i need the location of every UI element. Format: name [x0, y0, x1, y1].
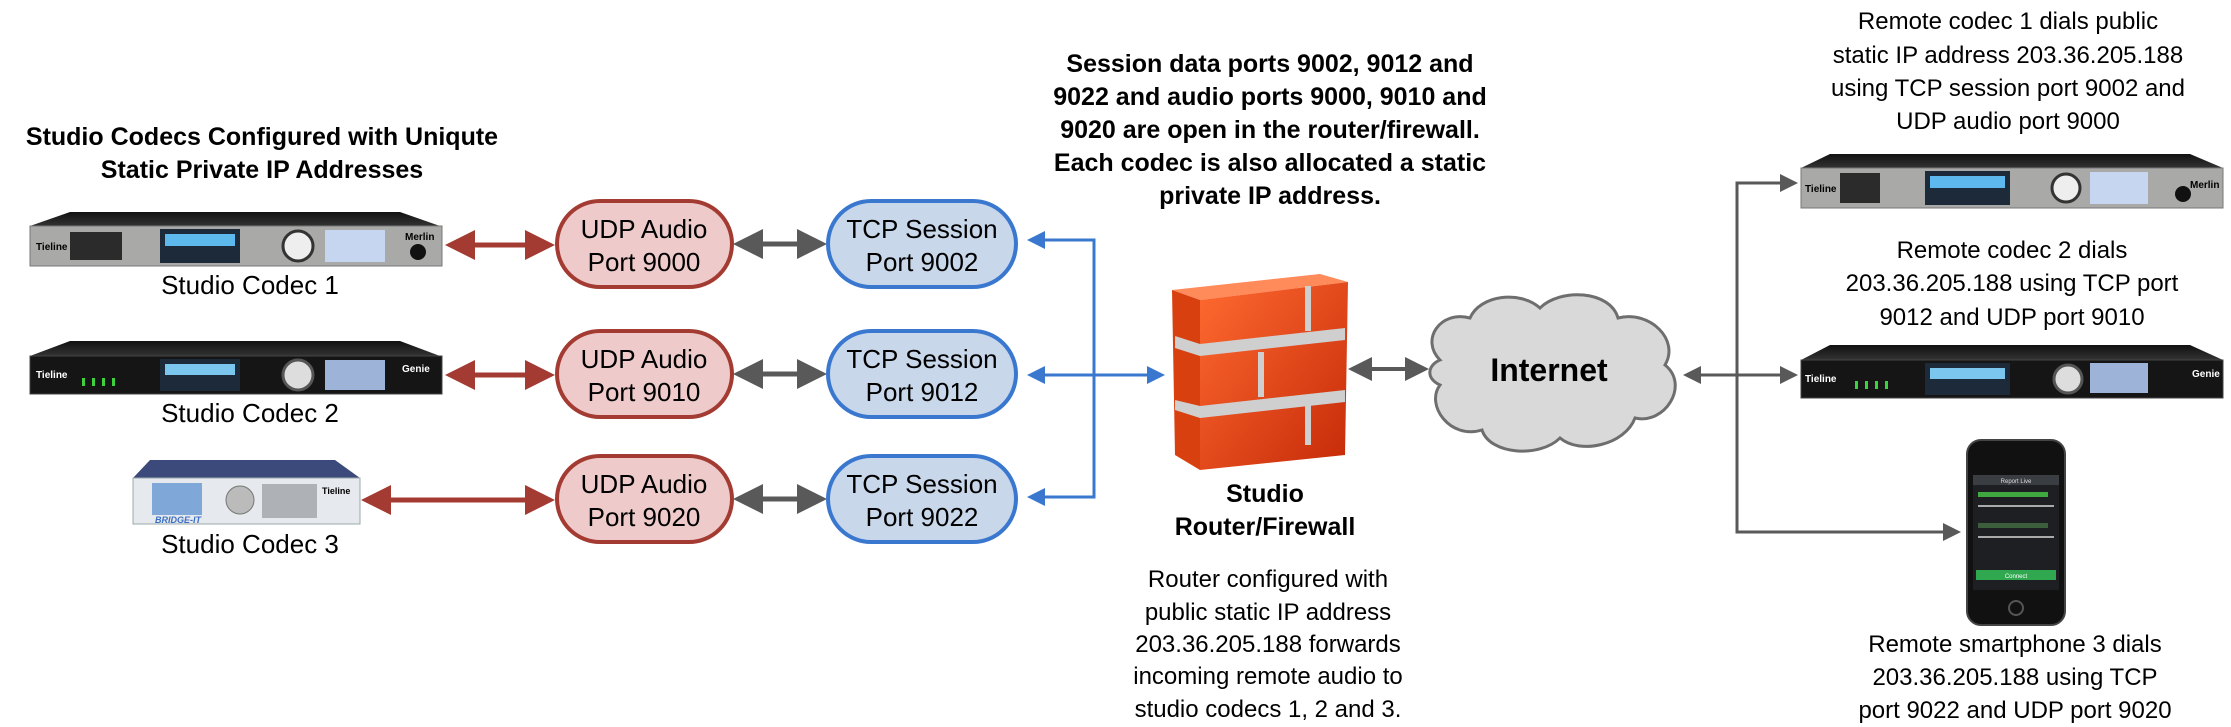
- remote-connector: [1683, 174, 1961, 541]
- remote-codec-1-note: Remote codec 1 dials public static IP ad…: [1831, 8, 2185, 135]
- remote-smartphone-note: Remote smartphone 3 dials 203.36.205.188…: [1858, 631, 2171, 724]
- brand-label: Tieline: [36, 370, 68, 381]
- svg-text:TCP Session: TCP Session: [846, 344, 997, 374]
- svg-text:Port 9012: Port 9012: [866, 377, 979, 407]
- studio-codec-2-device: Tieline Genie: [29, 341, 443, 395]
- svg-text:Router configured with: Router configured with: [1148, 566, 1388, 593]
- tcp-port-9012: TCP Session Port 9012: [826, 329, 1018, 419]
- svg-text:Port 9000: Port 9000: [588, 247, 701, 277]
- svg-text:TCP Session: TCP Session: [846, 214, 997, 244]
- svg-text:Port 9022: Port 9022: [866, 502, 979, 532]
- udp-port-9010: UDP Audio Port 9010: [555, 329, 734, 419]
- svg-text:Merlin: Merlin: [2190, 180, 2219, 191]
- studio-codec-1-label: Studio Codec 1: [161, 270, 339, 300]
- svg-text:Remote codec 2 dials: Remote codec 2 dials: [1897, 237, 2128, 264]
- model-label: Genie: [402, 364, 430, 375]
- remote-codec-1-device: Tieline Merlin: [1800, 154, 2224, 209]
- svg-text:UDP audio port 9000: UDP audio port 9000: [1896, 108, 2120, 135]
- svg-text:203.36.205.188 using TCP port: 203.36.205.188 using TCP port: [1846, 270, 2179, 297]
- svg-text:Session data ports 9002, 9012: Session data ports 9002, 9012 and: [1066, 50, 1473, 78]
- svg-text:9020 are open in the router/fi: 9020 are open in the router/firewall.: [1060, 116, 1480, 144]
- studio-heading-line1: Studio Codecs Configured with Uniqute: [26, 123, 498, 151]
- svg-text:private IP address.: private IP address.: [1159, 182, 1381, 210]
- svg-text:203.36.205.188 using TCP: 203.36.205.188 using TCP: [1872, 664, 2157, 691]
- svg-text:incoming remote audio to: incoming remote audio to: [1133, 663, 1402, 690]
- studio-heading-line2: Static Private IP Addresses: [101, 156, 423, 184]
- brand-label: Tieline: [36, 242, 68, 253]
- svg-text:Port 9002: Port 9002: [866, 247, 979, 277]
- svg-text:9012 and UDP port 9010: 9012 and UDP port 9010: [1879, 304, 2144, 331]
- router-label-line2: Router/Firewall: [1175, 513, 1356, 541]
- svg-text:Tieline: Tieline: [1805, 374, 1837, 385]
- ports-note: Session data ports 9002, 9012 and 9022 a…: [1053, 50, 1487, 210]
- svg-text:UDP Audio: UDP Audio: [581, 344, 708, 374]
- smartphone-icon: Report Live Connect: [1966, 439, 2066, 626]
- svg-text:using TCP session port 9002 an: using TCP session port 9002 and: [1831, 75, 2185, 102]
- svg-text:Connect: Connect: [2005, 574, 2028, 580]
- udp-port-9020: UDP Audio Port 9020: [555, 454, 734, 544]
- router-label-line1: Studio: [1226, 480, 1304, 508]
- svg-text:203.36.205.188 forwards: 203.36.205.188 forwards: [1135, 631, 1401, 658]
- svg-text:9022 and audio ports 9000, 901: 9022 and audio ports 9000, 9010 and: [1053, 83, 1487, 111]
- svg-text:UDP Audio: UDP Audio: [581, 469, 708, 499]
- router-note: Router configured with public static IP …: [1133, 566, 1402, 723]
- studio-codec-3-label: Studio Codec 3: [161, 529, 339, 559]
- svg-text:port 9022 and UDP port 9020: port 9022 and UDP port 9020: [1858, 697, 2171, 724]
- tcp-port-9022: TCP Session Port 9022: [826, 454, 1018, 544]
- svg-text:UDP Audio: UDP Audio: [581, 214, 708, 244]
- firewall-icon: [1172, 274, 1348, 470]
- model-label: BRIDGE-IT: [155, 515, 203, 525]
- studio-codec-3-device: BRIDGE-IT Tieline: [132, 460, 361, 525]
- model-label: Merlin: [405, 232, 434, 243]
- svg-text:public static IP address: public static IP address: [1145, 599, 1391, 626]
- udp-port-9000: UDP Audio Port 9000: [555, 199, 734, 289]
- internet-cloud-icon: [1428, 293, 1677, 453]
- studio-codec-1-device: Tieline Merlin: [29, 212, 443, 267]
- svg-text:Each codec is also allocated a: Each codec is also allocated a static: [1054, 149, 1486, 177]
- internet-label: Internet: [1490, 352, 1608, 388]
- tcp-port-9002: TCP Session Port 9002: [826, 199, 1018, 289]
- svg-text:TCP Session: TCP Session: [846, 469, 997, 499]
- svg-text:studio codecs 1, 2 and 3.: studio codecs 1, 2 and 3.: [1135, 696, 1402, 723]
- svg-text:Port 9020: Port 9020: [588, 502, 701, 532]
- studio-codec-2-label: Studio Codec 2: [161, 398, 339, 428]
- svg-text:Genie: Genie: [2192, 369, 2220, 380]
- remote-codec-2-device: Tieline Genie: [1800, 345, 2224, 399]
- svg-text:Remote codec 1 dials public: Remote codec 1 dials public: [1858, 8, 2158, 35]
- svg-text:Tieline: Tieline: [1805, 184, 1837, 195]
- remote-codec-2-note: Remote codec 2 dials 203.36.205.188 usin…: [1846, 237, 2179, 331]
- svg-text:Report Live: Report Live: [2001, 479, 2032, 485]
- blue-bus-connector: [1027, 231, 1165, 506]
- svg-text:Remote smartphone 3 dials: Remote smartphone 3 dials: [1868, 631, 2161, 658]
- brand-label: Tieline: [322, 486, 350, 496]
- svg-text:static IP address 203.36.205.1: static IP address 203.36.205.188: [1833, 42, 2183, 69]
- svg-text:Port 9010: Port 9010: [588, 377, 701, 407]
